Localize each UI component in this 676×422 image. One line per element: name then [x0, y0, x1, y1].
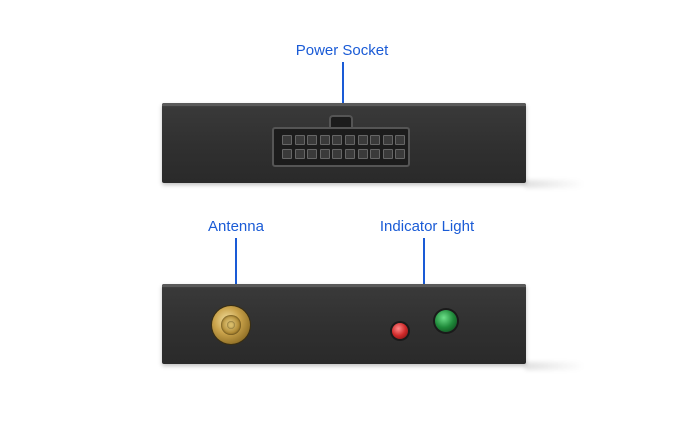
pin [307, 135, 318, 145]
indicator-light-leader [423, 238, 425, 294]
antenna-connector-icon [212, 306, 250, 344]
pin [382, 149, 393, 159]
pin [357, 135, 368, 145]
pin [307, 149, 318, 159]
pin [319, 135, 330, 145]
power-socket-label: Power Socket [295, 42, 389, 59]
pin [282, 135, 292, 145]
pin [332, 149, 343, 159]
device-front-panel [162, 284, 526, 364]
pin [382, 135, 393, 145]
pin [395, 149, 406, 159]
pin [370, 149, 381, 159]
pin [357, 149, 368, 159]
device-rear-panel [162, 103, 526, 183]
device-shadow [524, 362, 584, 370]
pin [319, 149, 330, 159]
pin [344, 149, 355, 159]
socket-latch [329, 115, 353, 129]
power-socket-icon [272, 127, 410, 167]
device-shadow [524, 180, 584, 188]
pin [344, 135, 355, 145]
pin [395, 135, 406, 145]
socket-pins [282, 135, 406, 159]
antenna-label: Antenna [208, 218, 264, 235]
indicator-light-label: Indicator Light [379, 218, 475, 235]
pin [370, 135, 381, 145]
pin [294, 149, 305, 159]
red-led-icon [392, 323, 408, 339]
pin [332, 135, 343, 145]
green-led-icon [435, 310, 457, 332]
antenna-leader [235, 238, 237, 305]
power-socket-leader [342, 62, 344, 120]
pin [282, 149, 292, 159]
antenna-connector-inner [221, 315, 241, 335]
antenna-connector-hole [227, 321, 235, 329]
pin [294, 135, 305, 145]
